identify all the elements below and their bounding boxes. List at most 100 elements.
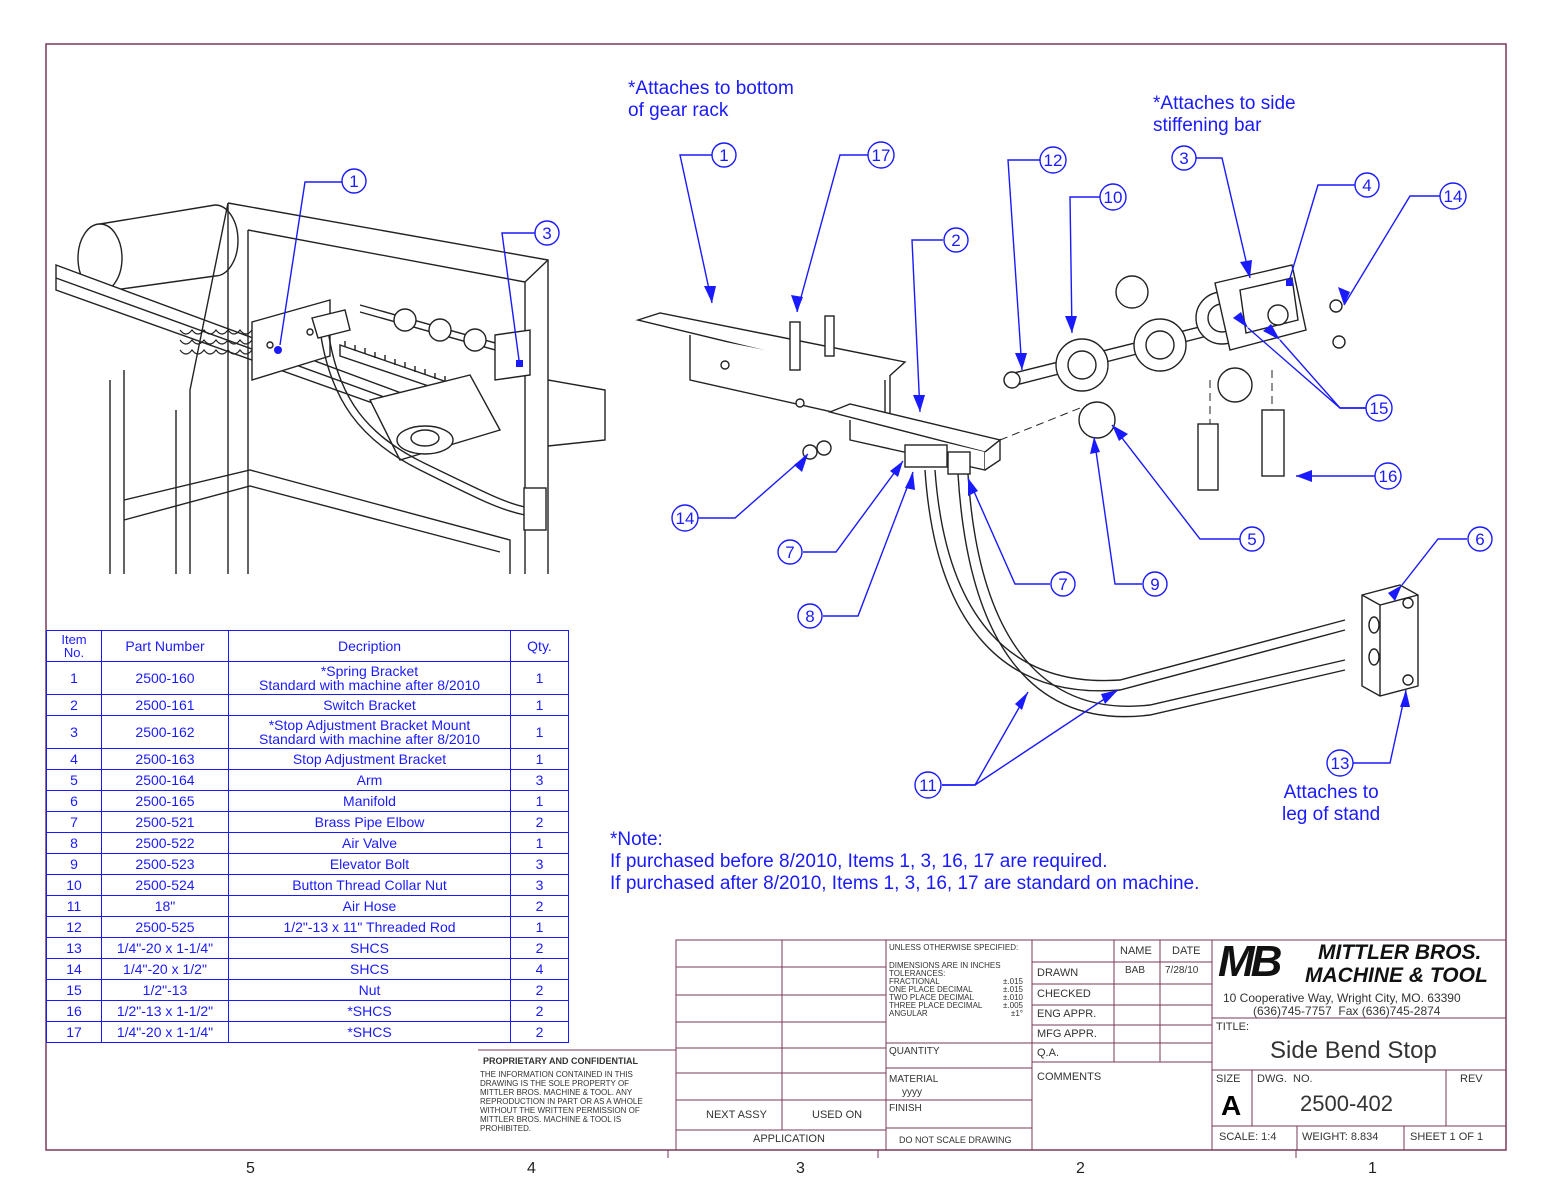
bom-qty: 4	[510, 958, 569, 980]
do-not-scale: DO NOT SCALE DRAWING	[899, 1135, 1012, 1145]
balloons: 1 3 1 17 2 12 10 3 4 14 15 16 5 6 14 7 7…	[341, 141, 1493, 799]
balloon-1-left: 1	[341, 168, 367, 194]
bom-part-number: 2500-164	[101, 769, 229, 791]
center-lines	[999, 370, 1273, 441]
bom-description: Air Hose	[228, 895, 511, 917]
bom-part-number: 1/4"-20 x 1/2"	[101, 958, 229, 980]
name-header: NAME	[1120, 945, 1152, 957]
bom-part-number: 2500-524	[101, 874, 229, 896]
company-name-line2: MACHINE & TOOL	[1305, 964, 1488, 987]
svg-text:1: 1	[349, 172, 358, 191]
balloon-3-left: 3	[534, 220, 560, 246]
bom-description-line: Arm	[356, 772, 383, 788]
bom-part-number: 2500-160	[101, 661, 229, 695]
header-part-number: Part Number	[101, 630, 229, 662]
bom-item-no: 3	[46, 715, 102, 749]
bom-description-note: Standard with machine after 8/2010	[258, 731, 481, 747]
svg-text:6: 6	[1475, 530, 1484, 549]
zone-3: 3	[796, 1160, 805, 1177]
bom-item-no: 15	[46, 979, 102, 1001]
balloon-6: 6	[1467, 526, 1493, 552]
bom-item-no: 8	[46, 832, 102, 854]
svg-text:4: 4	[1362, 176, 1371, 195]
rev-label: REV	[1460, 1073, 1483, 1085]
zone-4: 4	[527, 1160, 536, 1177]
bom-description: Arm	[228, 769, 511, 791]
balloon-12: 12	[1039, 146, 1067, 174]
header-qty: Qty.	[510, 630, 569, 662]
bom-item-no: 1	[46, 661, 102, 695]
bom-item-no: 11	[46, 895, 102, 917]
weight-label: WEIGHT: 8.834	[1302, 1131, 1379, 1143]
zone-2: 2	[1076, 1160, 1085, 1177]
bom-description: Switch Bracket	[228, 694, 511, 716]
leader-arrowheads	[704, 260, 1410, 710]
bom-qty: 1	[510, 832, 569, 854]
sheet-label: SHEET 1 OF 1	[1410, 1131, 1484, 1143]
bom-part-number: 1/4"-20 x 1-1/4"	[101, 937, 229, 959]
bom-part-number: 2500-163	[101, 748, 229, 770]
header-item-no: Item No.	[46, 630, 102, 662]
bom-item-no: 12	[46, 916, 102, 938]
bom-header-row: Item No. Part Number Decription Qty.	[46, 630, 569, 662]
bom-description: 1/2"-13 x 11" Threaded Rod	[228, 916, 511, 938]
bom-description-line: Stop Adjustment Bracket	[292, 751, 447, 767]
bom-item-no: 16	[46, 1000, 102, 1022]
svg-text:9: 9	[1150, 575, 1159, 594]
svg-text:17: 17	[872, 146, 891, 165]
balloon-5: 5	[1239, 526, 1265, 552]
bom-description-line: Switch Bracket	[323, 697, 416, 713]
company-phone: (636)745-7757 Fax (636)745-2874	[1253, 1004, 1441, 1018]
svg-text:10: 10	[1104, 188, 1123, 207]
bom-qty: 2	[510, 979, 569, 1001]
material-label: MATERIAL	[889, 1074, 939, 1085]
bom-qty: 1	[510, 748, 569, 770]
header-description: Decription	[228, 630, 511, 662]
svg-text:14: 14	[1444, 187, 1463, 206]
company-name-line1: MITTLER BROS.	[1318, 941, 1482, 964]
proprietary-title: PROPRIETARY AND CONFIDENTIAL	[483, 1056, 639, 1066]
bom-qty: 1	[510, 715, 569, 749]
proprietary-text: THE INFORMATION CONTAINED IN THIS DRAWIN…	[480, 1070, 643, 1133]
bom-qty: 3	[510, 874, 569, 896]
bom-description-line: SHCS	[350, 961, 389, 977]
bom-description-line: 1/2"-13 x 11" Threaded Rod	[283, 919, 456, 935]
balloon-1: 1	[711, 142, 737, 168]
svg-text:7: 7	[785, 543, 794, 562]
balloon-7-left: 7	[777, 539, 803, 565]
bom-description: *SHCS	[228, 1000, 511, 1022]
comments-label: COMMENTS	[1037, 1071, 1102, 1083]
bom-part-number: 2500-162	[101, 715, 229, 749]
bom-part-number: 1/2"-13 x 1-1/2"	[101, 1000, 229, 1022]
balloon-7-right: 7	[1050, 571, 1076, 597]
bom-description: Nut	[228, 979, 511, 1001]
finish-label: FINISH	[889, 1103, 922, 1114]
balloon-13: 13	[1326, 749, 1354, 777]
note-leg-of-stand: Attaches to leg of stand	[1282, 782, 1381, 825]
bom-description: SHCS	[228, 958, 511, 980]
drawing-number: 2500-402	[1300, 1091, 1393, 1116]
bom-item-no: 6	[46, 790, 102, 812]
svg-text:13: 13	[1331, 754, 1350, 773]
bom-part-number: 2500-161	[101, 694, 229, 716]
exploded-view	[635, 264, 1419, 718]
size-label: SIZE	[1216, 1073, 1241, 1085]
bom-description: Elevator Bolt	[228, 853, 511, 875]
svg-text:15: 15	[1370, 399, 1389, 418]
balloon-8: 8	[797, 603, 823, 629]
drawn-name: BAB	[1125, 965, 1146, 976]
bom-qty: 2	[510, 937, 569, 959]
bom-description-line: Elevator Bolt	[329, 856, 410, 872]
svg-text:14: 14	[676, 509, 695, 528]
balloon-14-left: 14	[671, 504, 699, 532]
